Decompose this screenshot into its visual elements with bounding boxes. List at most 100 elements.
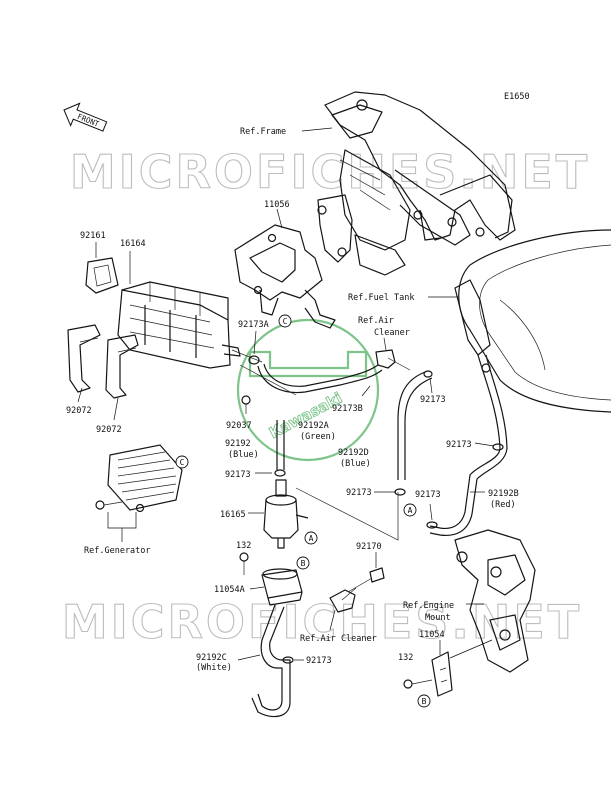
svg-text:A: A xyxy=(309,534,314,543)
label-92192b: 92192B xyxy=(488,489,519,499)
label-11054a: 11054A xyxy=(214,585,245,595)
label-92173-e: 92173 xyxy=(415,490,441,500)
label-92192d-color: (Blue) xyxy=(340,459,371,469)
leader xyxy=(361,385,371,397)
bracket-11054-part xyxy=(431,651,453,697)
hose-92192d-part xyxy=(397,370,433,480)
hose-92192b-part xyxy=(429,354,508,537)
label-92192b-color: (Red) xyxy=(490,500,516,510)
label-ref-frame: Ref.Frame xyxy=(240,127,286,137)
label-92072-b: 92072 xyxy=(96,425,122,435)
leader xyxy=(107,512,137,529)
label-92192a-color: (Green) xyxy=(300,432,336,442)
leader xyxy=(253,330,257,355)
clamp-92173a-part xyxy=(248,355,260,365)
leader xyxy=(329,609,336,631)
pad-92161-part xyxy=(85,257,119,294)
label-ref-engine-mount: Mount xyxy=(425,613,451,623)
callout-a-left: A xyxy=(304,531,318,545)
svg-text:C: C xyxy=(283,317,288,326)
leader xyxy=(237,654,261,661)
label-92173b: 92173B xyxy=(332,404,363,414)
label-16164: 16164 xyxy=(120,239,146,249)
clamp-92173-part xyxy=(394,488,406,496)
label-ref-generator: Ref.Generator xyxy=(84,546,151,556)
callout-b-left: B xyxy=(296,556,310,570)
air-cleaner-connector-part xyxy=(375,349,411,371)
leader xyxy=(429,503,433,521)
watermark-top: MICROFICHES.NET xyxy=(70,145,590,199)
label-ref-air-2: Cleaner xyxy=(374,328,410,338)
label-92173-b: 92173 xyxy=(225,470,251,480)
connector-line xyxy=(295,487,399,541)
label-92037: 92037 xyxy=(226,421,252,431)
label-92173-d: 92173 xyxy=(446,440,472,450)
label-92173-a: 92173 xyxy=(420,395,446,405)
leader xyxy=(249,586,265,590)
bolt-92037-part xyxy=(241,395,251,414)
leader xyxy=(383,337,387,351)
bracket-11056-part xyxy=(234,224,336,329)
label-92192a: 92192A xyxy=(298,421,329,431)
clamp-92173-part xyxy=(282,656,294,664)
label-92170: 92170 xyxy=(356,542,382,552)
callout-a-right: A xyxy=(403,503,417,517)
svg-text:B: B xyxy=(422,697,427,706)
frame-part xyxy=(317,91,516,276)
hose-92192-part xyxy=(276,420,285,470)
label-11054: 11054 xyxy=(419,630,445,640)
bolt-132-part xyxy=(403,679,433,689)
leader xyxy=(113,397,119,421)
clamp-92173-part xyxy=(426,521,438,529)
regulator-part xyxy=(95,444,183,513)
watermark-bottom: MICROFICHES.NET xyxy=(62,595,582,649)
label-92173a: 92173A xyxy=(238,320,269,330)
label-132-b: 132 xyxy=(398,653,413,663)
clip-92170-part xyxy=(347,567,385,593)
filter-16165-part xyxy=(263,479,309,549)
svg-text:B: B xyxy=(301,559,306,568)
label-ref-air-cleaner: Ref.Air Cleaner xyxy=(300,634,377,644)
front-arrow-icon: FRONT xyxy=(63,102,108,132)
connector-line xyxy=(239,364,297,396)
callout-b-right: B xyxy=(417,694,431,708)
leader xyxy=(449,639,493,659)
hose-92192a-part xyxy=(231,349,383,394)
svg-text:C: C xyxy=(180,458,185,467)
leader xyxy=(77,387,83,403)
label-92072-a: 92072 xyxy=(66,406,92,416)
leader xyxy=(474,442,495,447)
clamp-92173-part xyxy=(274,469,286,477)
leader xyxy=(276,208,283,229)
fuel-tank-part xyxy=(454,229,611,413)
label-92173-c: 92173 xyxy=(346,488,372,498)
label-92192-color: (Blue) xyxy=(228,450,259,460)
label-16165: 16165 xyxy=(220,510,246,520)
label-92192c: 92192C xyxy=(196,653,227,663)
label-92161: 92161 xyxy=(80,231,106,241)
clamp-92173-part xyxy=(492,443,504,451)
label-ref-engine: Ref.Engine xyxy=(403,601,454,611)
canister-16164-part xyxy=(117,281,241,369)
label-92192c-color: (White) xyxy=(196,663,232,673)
leader xyxy=(429,377,433,394)
label-92192d: 92192D xyxy=(338,448,369,458)
callout-c-bottom: C xyxy=(175,455,189,469)
svg-text:A: A xyxy=(408,506,413,515)
bolt-132-part xyxy=(239,552,249,575)
band-92072-part xyxy=(67,324,139,399)
air-cleaner-fitting-part xyxy=(329,587,357,613)
callout-c-top: C xyxy=(278,314,292,328)
label-ref-fuel-tank: Ref.Fuel Tank xyxy=(348,293,415,303)
label-11056: 11056 xyxy=(264,200,290,210)
label-132-a: 132 xyxy=(236,541,251,551)
hose-92192c-part xyxy=(251,604,291,718)
engine-mount-part xyxy=(454,529,536,673)
bracket-11054a-part xyxy=(261,568,303,606)
leader xyxy=(301,127,333,132)
label-92192: 92192 xyxy=(225,439,251,449)
label-92173-f: 92173 xyxy=(306,656,332,666)
label-ref-air-1: Ref.Air xyxy=(358,316,394,326)
diagram-id: E1650 xyxy=(504,92,530,102)
